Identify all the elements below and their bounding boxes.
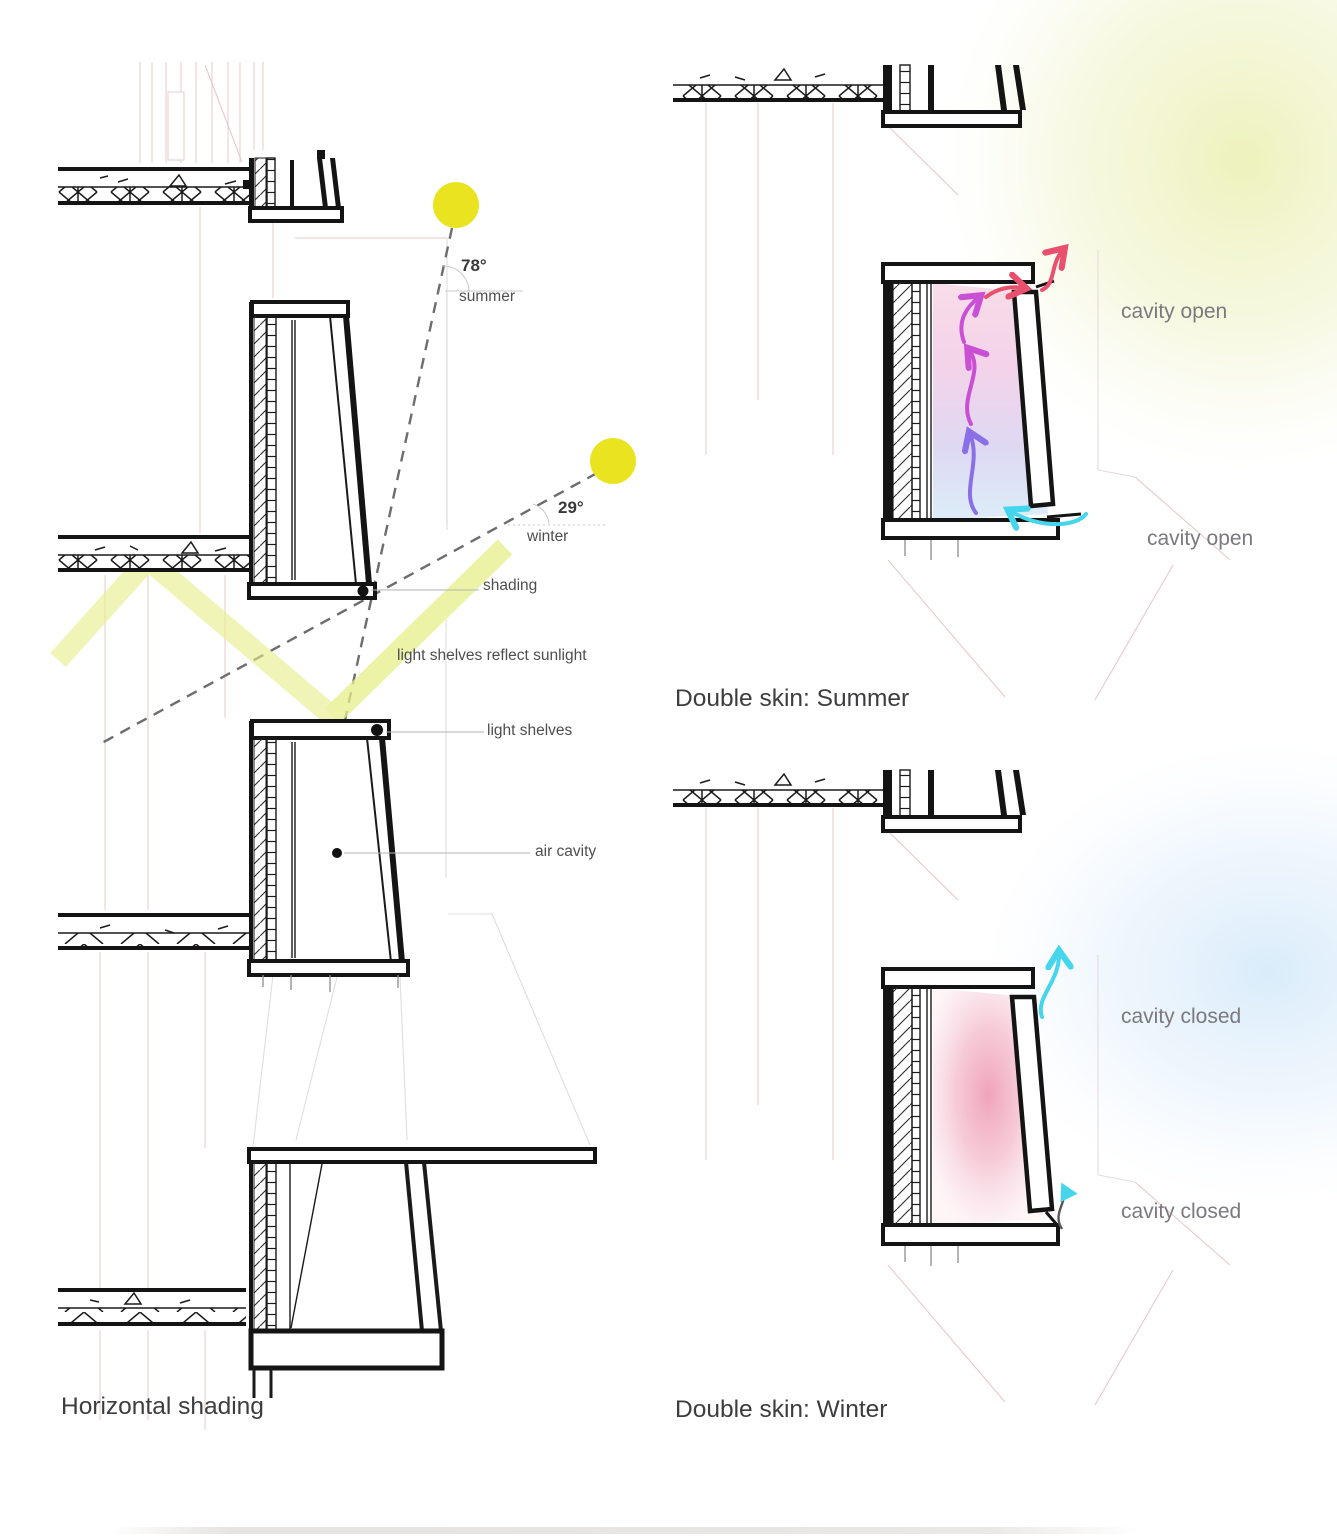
air-cavity-label: air cavity — [535, 843, 597, 860]
horizontal-shading-shelf — [247, 1147, 597, 1164]
mixing-air-arrow-2 — [961, 297, 979, 344]
floor-slab-2 — [58, 535, 249, 572]
light-shelves-label: light shelves — [487, 722, 573, 739]
deflected-air-arrow-top — [1038, 953, 1059, 1019]
air-cavity-dot — [332, 848, 342, 858]
double-skin-winter-title: Double skin: Winter — [675, 1396, 888, 1423]
double-skin-summer-title: Double skin: Summer — [675, 685, 910, 712]
underlay-lines-summer — [705, 103, 1231, 701]
winter-angle-label: 29° — [558, 498, 584, 517]
summer-angle-label: 78° — [461, 256, 487, 275]
summer-airflow-arrows — [961, 250, 1088, 524]
winter-season-label: winter — [527, 528, 569, 545]
shading-device-dot — [357, 585, 369, 597]
winter-double-skin-window — [881, 967, 1060, 1266]
warm-air-entry-arrow — [984, 287, 1024, 297]
summer-window-head — [881, 64, 1026, 128]
winter-angle-annotation — [508, 503, 608, 526]
shading-label: shading — [483, 577, 538, 594]
leader-lines — [344, 589, 530, 854]
window-head-detail — [243, 150, 344, 223]
reflect-sunlight-label: light shelves reflect sunlight — [397, 647, 587, 664]
summer-season-label: summer — [459, 288, 515, 305]
underlay-lines-winter — [705, 808, 1231, 1406]
rising-air-arrow — [970, 434, 976, 515]
cavity-open-label-top: cavity open — [1121, 300, 1228, 323]
winter-sky-glow — [983, 742, 1337, 1202]
summer-angle-annotation — [442, 265, 523, 525]
scan-artifact-strip — [110, 1527, 1140, 1534]
cavity-closed-label-bottom: cavity closed — [1121, 1200, 1242, 1223]
winter-airflow-arrows — [1038, 953, 1078, 1230]
floor-slab-1 — [58, 167, 249, 205]
shading-zigzag-band — [50, 539, 513, 731]
warm-air-exit-arrow — [1040, 250, 1063, 292]
cool-air-intake-arrow — [1010, 511, 1088, 524]
floor-slab-4 — [58, 1288, 246, 1327]
window-section-2 — [247, 719, 410, 992]
winter-floor-slab — [673, 770, 883, 808]
horizontal-shading-title: Horizontal shading — [61, 1393, 264, 1420]
underlay-lines-left — [99, 62, 591, 1430]
summer-sun-icon — [433, 182, 479, 228]
floor-slab-3 — [58, 913, 249, 950]
cavity-closed-label-top: cavity closed — [1121, 1005, 1242, 1028]
window-section-3 — [248, 1161, 445, 1398]
window-section-1 — [247, 300, 377, 600]
summer-sun-ray — [343, 227, 454, 721]
summer-floor-slab — [673, 65, 883, 103]
cavity-open-label-bottom: cavity open — [1147, 527, 1254, 550]
winter-sun-icon — [590, 438, 636, 484]
winter-window-head — [881, 769, 1026, 833]
light-shelf-dot — [371, 724, 383, 736]
deflected-air-arrow-bottom — [1057, 1182, 1078, 1230]
mixing-air-arrow-1 — [967, 350, 974, 426]
